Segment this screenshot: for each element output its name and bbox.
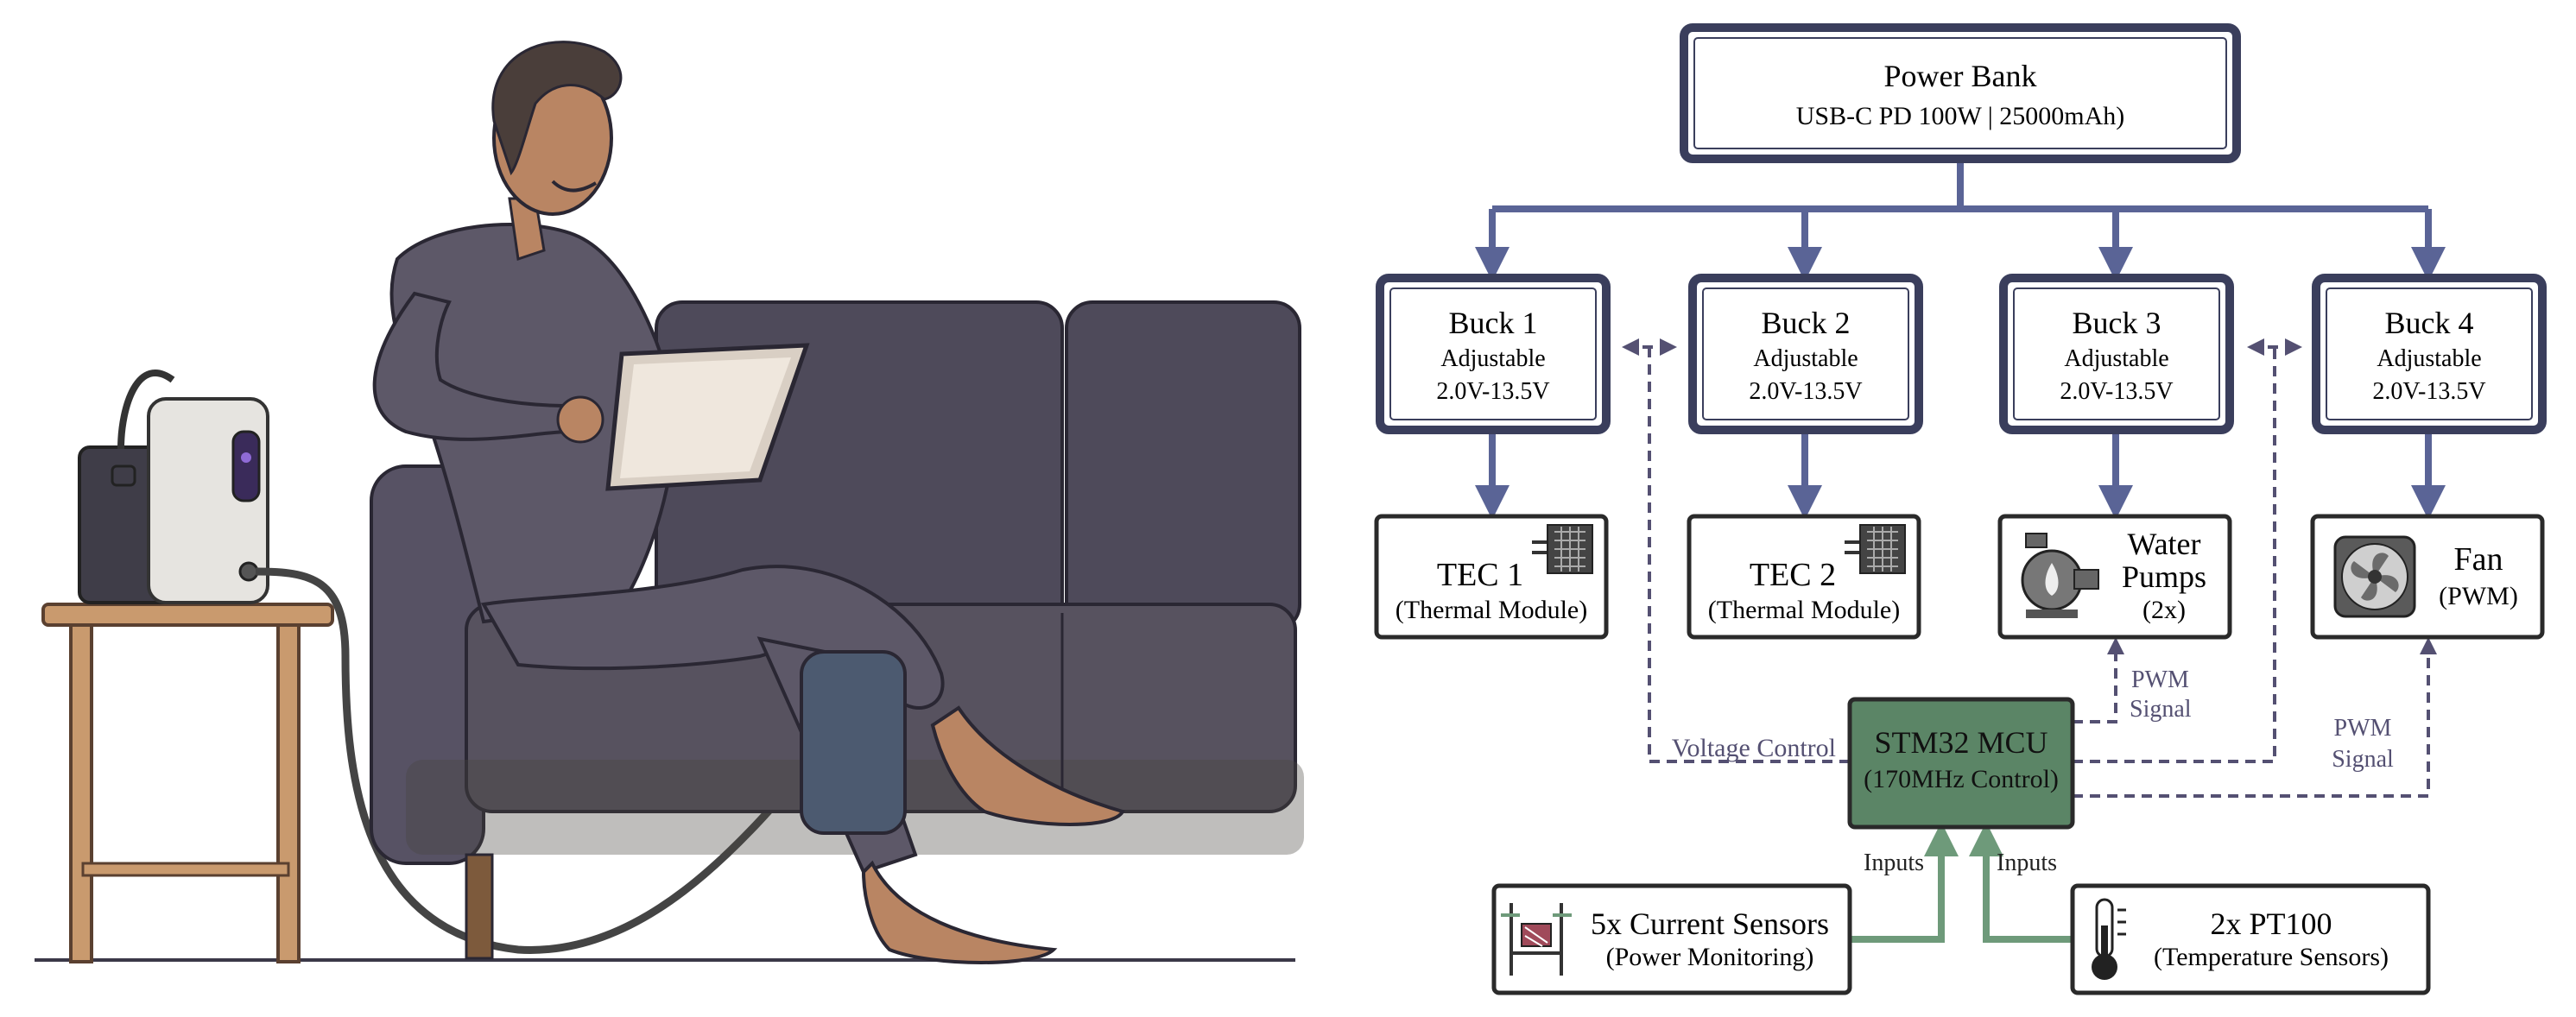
power-bank-device [78,370,269,604]
buck-3-line1: Adjustable [2064,345,2168,372]
fan-title: Fan [2454,541,2503,578]
block-diagram: Power Bank USB-C PD 100W | 25000mAh) Buc… [1374,23,2547,995]
pwm-pump-label-line2: Signal [2130,696,2192,723]
buck-converter-1: Buck 1 Adjustable 2.0V-13.5V [1376,274,1611,434]
buck-converter-2: Buck 2 Adjustable 2.0V-13.5V [1688,274,1923,434]
buck-4-range: 2.0V-13.5V [2372,378,2485,405]
pwm-pump-label-line1: PWM [2131,666,2189,693]
buck-1-title: Buck 1 [1449,306,1538,340]
load-fan: Fan (PWM) [2310,514,2545,640]
control-signal-lines [1622,338,2437,798]
peltier-module-icon [1532,524,1593,574]
fan-subtitle: (PWM) [2439,582,2518,610]
tec-2-title: TEC 2 [1750,557,1836,593]
illustration [35,41,1304,964]
pump-title-line2: Pumps [2122,559,2206,594]
load-tec-1: TEC 1 (Thermal Module) [1374,514,1609,640]
buck-2-line1: Adjustable [1753,345,1858,372]
current-sensors-title: 5x Current Sensors [1591,906,1829,941]
mcu-subtitle: (170MHz Control) [1864,765,2059,793]
tec-1-title: TEC 1 [1437,557,1523,593]
load-tec-2: TEC 2 (Thermal Module) [1687,514,1921,640]
buck-1-range: 2.0V-13.5V [1436,378,1549,405]
pump-title-line1: Water [2127,527,2200,561]
buck-2-range: 2.0V-13.5V [1749,378,1862,405]
coolant-tube [255,567,832,954]
buck-3-range: 2.0V-13.5V [2060,378,2173,405]
sensor-current: 5x Current Sensors (Power Monitoring) [1491,883,1852,995]
tec-1-subtitle: (Thermal Module) [1396,596,1587,624]
buck-2-title: Buck 2 [1762,306,1851,340]
peltier-module-icon [1845,524,1906,574]
pwm-fan-label-line2: Signal [2332,746,2394,773]
power-bank-subtitle: USB-C PD 100W | 25000mAh) [1796,102,2124,130]
thermometer-icon [2092,898,2126,980]
power-bank-box: Power Bank USB-C PD 100W | 25000mAh) [1680,23,2241,163]
pt100-subtitle: (Temperature Sensors) [2154,943,2389,971]
buck-4-line1: Adjustable [2377,345,2481,372]
inputs-label-left: Inputs [1864,850,1924,876]
side-stool [41,603,334,963]
current-sensor-icon [1501,903,1572,976]
mcu-title: STM32 MCU [1874,725,2048,760]
fan-icon [2333,535,2416,618]
water-pump-icon [2021,533,2099,618]
inputs-label-right: Inputs [1997,850,2057,876]
woman-figure [372,41,1125,964]
mcu-box: STM32 MCU (170MHz Control) [1847,697,2075,830]
voltage-control-label: Voltage Control [1672,734,1836,762]
buck-converter-4: Buck 4 Adjustable 2.0V-13.5V [2312,274,2547,434]
buck-converter-3: Buck 3 Adjustable 2.0V-13.5V [1999,274,2234,434]
sensor-input-lines [1850,822,2073,943]
load-water-pumps: Water Pumps (2x) [1997,514,2232,640]
sensor-pt100: 2x PT100 (Temperature Sensors) [2070,883,2431,995]
buck-4-title: Buck 4 [2385,306,2474,340]
buck-3-title: Buck 3 [2073,306,2161,340]
buck-1-line1: Adjustable [1440,345,1545,372]
pwm-fan-label-line1: PWM [2334,715,2392,742]
power-distribution-lines [1475,159,2446,520]
leg-cooling-sleeve [800,650,907,835]
tec-2-subtitle: (Thermal Module) [1708,596,1900,624]
pt100-title: 2x PT100 [2210,906,2332,941]
current-sensors-subtitle: (Power Monitoring) [1606,943,1814,971]
hair [491,41,623,176]
power-bank-title: Power Bank [1884,59,2037,93]
pump-subtitle: (2x) [2142,596,2186,624]
